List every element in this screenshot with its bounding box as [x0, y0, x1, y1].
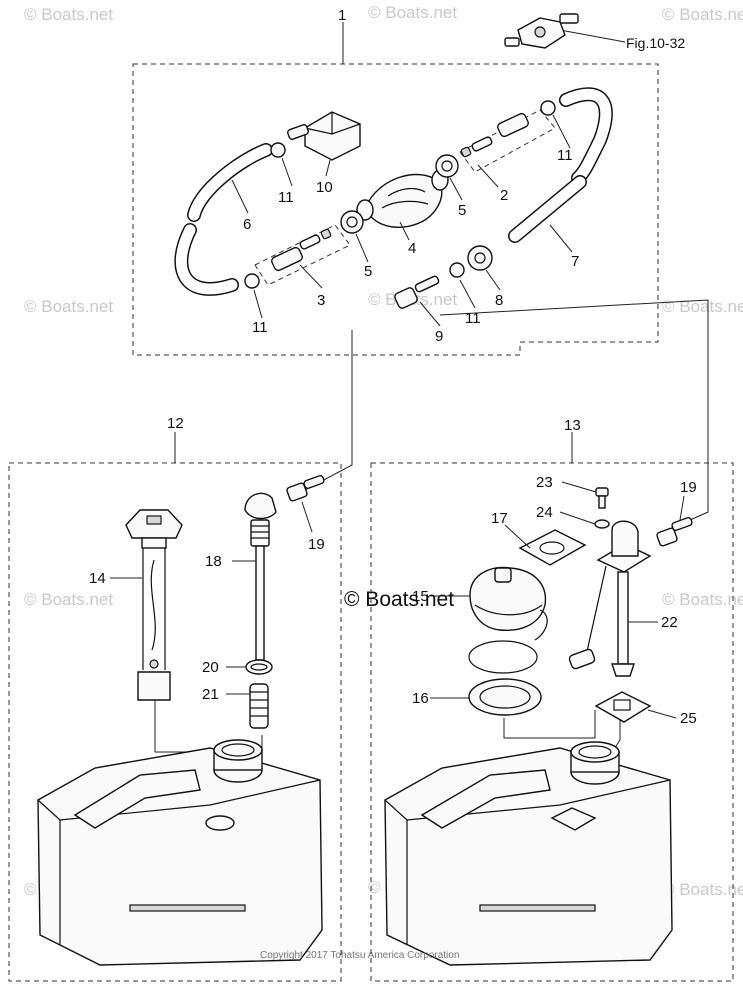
callout-17: 17	[491, 510, 508, 527]
seal-15-ring-icon	[468, 640, 538, 674]
callout-11: 11	[465, 310, 481, 327]
oring-20-icon	[245, 659, 273, 675]
cap-15-icon	[469, 566, 548, 641]
watermark: © Boats.net	[368, 3, 457, 22]
gauge-14-icon	[125, 509, 183, 701]
hose-7-icon	[508, 175, 587, 243]
callout-12: 12	[167, 415, 184, 432]
callout-5: 5	[364, 263, 372, 280]
callout-8: 8	[495, 292, 503, 309]
fitting-19-left-icon	[286, 474, 325, 502]
tank-12-body-icon	[37, 739, 323, 966]
upper-connector-icon	[504, 13, 579, 49]
hose-upper-right-icon	[559, 87, 613, 185]
gasket-25-icon	[594, 691, 652, 723]
callout-4: 4	[408, 240, 416, 257]
callout-5: 5	[458, 202, 466, 219]
callout-9: 9	[435, 328, 443, 345]
connector-line-right	[439, 299, 709, 521]
callout-19: 19	[308, 536, 325, 553]
callout-6: 6	[243, 216, 251, 233]
connector-2-icon	[460, 112, 529, 158]
gauge-22-icon	[568, 520, 652, 677]
connector-9-icon	[394, 275, 440, 309]
callout-11: 11	[278, 189, 294, 206]
watermark: © Boats.net	[662, 590, 743, 609]
pickup-18-icon	[244, 492, 277, 661]
tank-13-body-icon	[384, 741, 673, 966]
hose-6-icon	[174, 143, 273, 296]
callout-15: 15	[412, 588, 429, 605]
callout-10: 10	[316, 179, 333, 196]
connector-line-left	[304, 330, 353, 491]
ring-8-icon	[467, 245, 493, 271]
connector-3-icon	[271, 228, 332, 272]
tank-13-frame	[370, 462, 734, 982]
ring-16-icon	[468, 678, 542, 716]
callout-23: 23	[536, 474, 553, 491]
callout-2: 2	[500, 187, 508, 204]
watermark: © Boats.net	[662, 5, 743, 24]
tank-13-assembly-line	[503, 710, 596, 739]
washer-24-icon	[594, 519, 610, 529]
callout-13: 13	[564, 417, 581, 434]
callout-leaders	[110, 114, 685, 719]
callout-24: 24	[536, 504, 553, 521]
callout-16: 16	[412, 690, 429, 707]
primer-bulb-4-icon	[356, 169, 449, 228]
watermark: © Boats.net	[24, 5, 113, 24]
callout-numbers: 1 Fig.10-32 2 3 4 5 5 6 7 8 9 10 11 11 1…	[89, 7, 697, 727]
callout-21: 21	[202, 686, 219, 703]
hose-assembly-frame	[132, 63, 659, 356]
callout-1: 1	[338, 7, 346, 24]
watermark-center: © Boats.net	[344, 588, 454, 611]
callout-14: 14	[89, 570, 106, 587]
gasket-17-icon	[518, 529, 587, 566]
watermark: © Boats.net	[662, 880, 743, 899]
callout-11: 11	[252, 319, 268, 336]
callout-20: 20	[202, 659, 219, 676]
callout-18: 18	[205, 553, 222, 570]
fitting-19-right-icon	[656, 516, 693, 547]
callout-7: 7	[571, 253, 579, 270]
ring-5-icon	[340, 154, 459, 234]
reference-label: Fig.10-32	[626, 35, 685, 51]
callout-3: 3	[317, 292, 325, 309]
callout-11: 11	[557, 147, 573, 164]
callout-25: 25	[680, 710, 697, 727]
copyright-notice: Copyright 2017 Tohatsu America Corporati…	[260, 950, 459, 961]
callout-19: 19	[680, 479, 697, 496]
watermark: © Boats.net	[24, 297, 113, 316]
callout-22: 22	[661, 614, 678, 631]
connector-3-frame	[254, 224, 351, 286]
screw-23-icon	[595, 487, 609, 509]
filter-21-icon	[249, 683, 269, 729]
leader-ref	[559, 29, 626, 43]
fitting-10-icon	[287, 111, 361, 161]
watermark: © Boats.net	[24, 590, 113, 609]
clip-11-icon	[244, 100, 556, 289]
